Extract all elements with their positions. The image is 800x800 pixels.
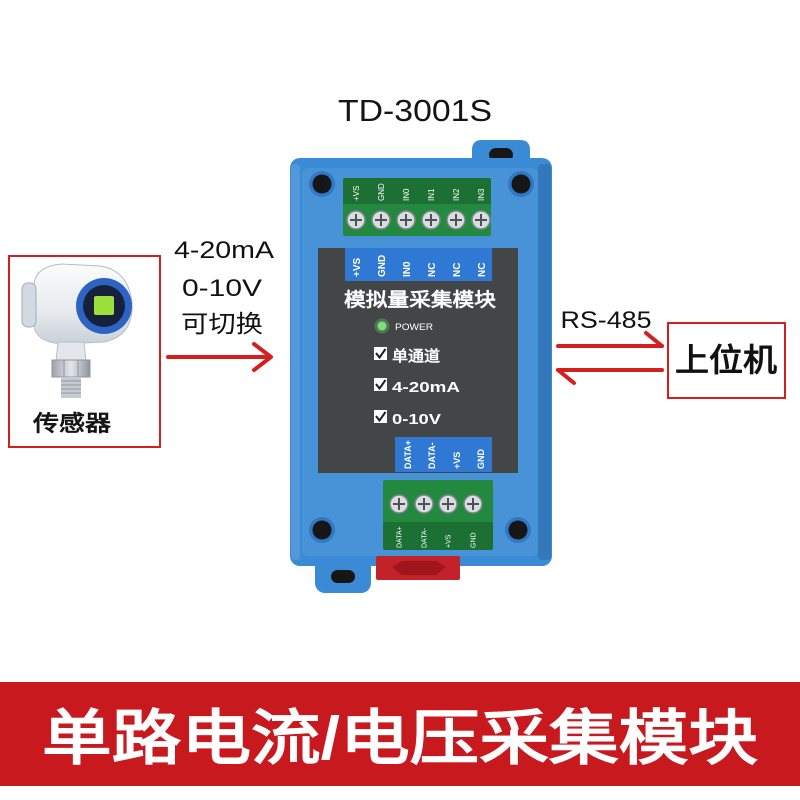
terminal-screw: [389, 494, 409, 514]
bidirectional-arrows-icon: [556, 331, 664, 385]
feature-label: 单通道: [392, 347, 440, 365]
bottom-mounting-slot: [331, 570, 355, 583]
sensor-box: 传感器: [8, 255, 161, 448]
terminal-label: IN2: [452, 188, 461, 201]
din-rail-clip: [376, 556, 460, 580]
input-signal-labels: 4-20mA 0-10V 可切换: [174, 237, 274, 338]
terminal-screw: [346, 210, 366, 230]
terminal-label: IN3: [477, 188, 486, 201]
pin-label: GND: [476, 449, 486, 470]
host-label: 上位机: [675, 342, 777, 378]
terminal-label: DATA+: [397, 526, 404, 548]
pin-label: NC: [477, 263, 488, 277]
lcd-display: [94, 296, 114, 315]
pin-label: +VS: [452, 452, 462, 469]
terminal-label: DATA-: [422, 527, 429, 548]
pin-label: +VS: [352, 257, 363, 277]
terminal-screw: [396, 210, 416, 230]
terminal-screw: [471, 210, 491, 230]
terminal-label: IN0: [402, 188, 411, 201]
input-pin-strip: +VS GND IN0 NC NC NC: [345, 248, 492, 281]
bottom-banner: 单路电流/电压采集模块: [0, 682, 800, 786]
sensor-label: 传感器: [32, 411, 112, 436]
checkbox-checked-icon: [374, 347, 387, 360]
terminal-label: GND: [377, 183, 386, 201]
terminal-screw: [421, 210, 441, 230]
input-arrow: [166, 342, 273, 372]
input-signal-voltage: 0-10V: [182, 275, 262, 302]
terminal-screw: [414, 494, 434, 514]
terminal-screw: [438, 494, 458, 514]
pin-label: DATA-: [427, 442, 437, 469]
pin-label: NC: [427, 263, 438, 277]
feature-item: 单通道: [374, 347, 440, 365]
banner-title: 单路电流/电压采集模块: [42, 705, 758, 772]
module-name: 模拟量采集模块: [344, 288, 497, 311]
terminal-label: GND: [471, 532, 478, 548]
host-computer-box: 上位机: [667, 322, 786, 399]
power-label: POWER: [395, 322, 434, 332]
feature-item: 0-10V: [374, 410, 441, 428]
output-protocol-label: RS-485: [561, 307, 652, 334]
checkbox-checked-icon: [374, 410, 387, 423]
output-pin-strip: DATA+ DATA- +VS GND: [395, 437, 492, 472]
terminal-screw: [371, 210, 391, 230]
feature-label: 4-20mA: [392, 379, 460, 396]
feature-item: 4-20mA: [374, 378, 460, 396]
output-terminal-block: DATA+ DATA- +VS GND: [383, 480, 493, 550]
terminal-label: +VS: [352, 186, 361, 201]
pin-label: GND: [377, 255, 388, 277]
terminal-label: IN1: [427, 188, 436, 201]
pin-label: NC: [452, 263, 463, 277]
pressure-transmitter-image: [21, 263, 133, 398]
pin-label: IN0: [402, 261, 413, 277]
pin-label: DATA+: [403, 440, 413, 469]
corner-mounting-holes: [309, 171, 534, 543]
input-signal-current: 4-20mA: [174, 237, 274, 264]
acquisition-module: +VS GND IN0 IN1 IN2 IN3 +VS GND IN0 NC N…: [290, 140, 552, 593]
checkbox-checked-icon: [374, 378, 387, 391]
front-panel: +VS GND IN0 NC NC NC 模拟量采集模块 POWER 单通道: [318, 248, 518, 473]
feature-label: 0-10V: [392, 411, 441, 428]
terminal-screw: [463, 494, 483, 514]
input-terminal-block: +VS GND IN0 IN1 IN2 IN3: [343, 178, 491, 236]
product-model-title: TD-3001S: [338, 93, 492, 128]
terminal-screw: [446, 210, 466, 230]
input-switchable-label: 可切换: [181, 311, 263, 338]
terminal-label: +VS: [446, 534, 453, 548]
